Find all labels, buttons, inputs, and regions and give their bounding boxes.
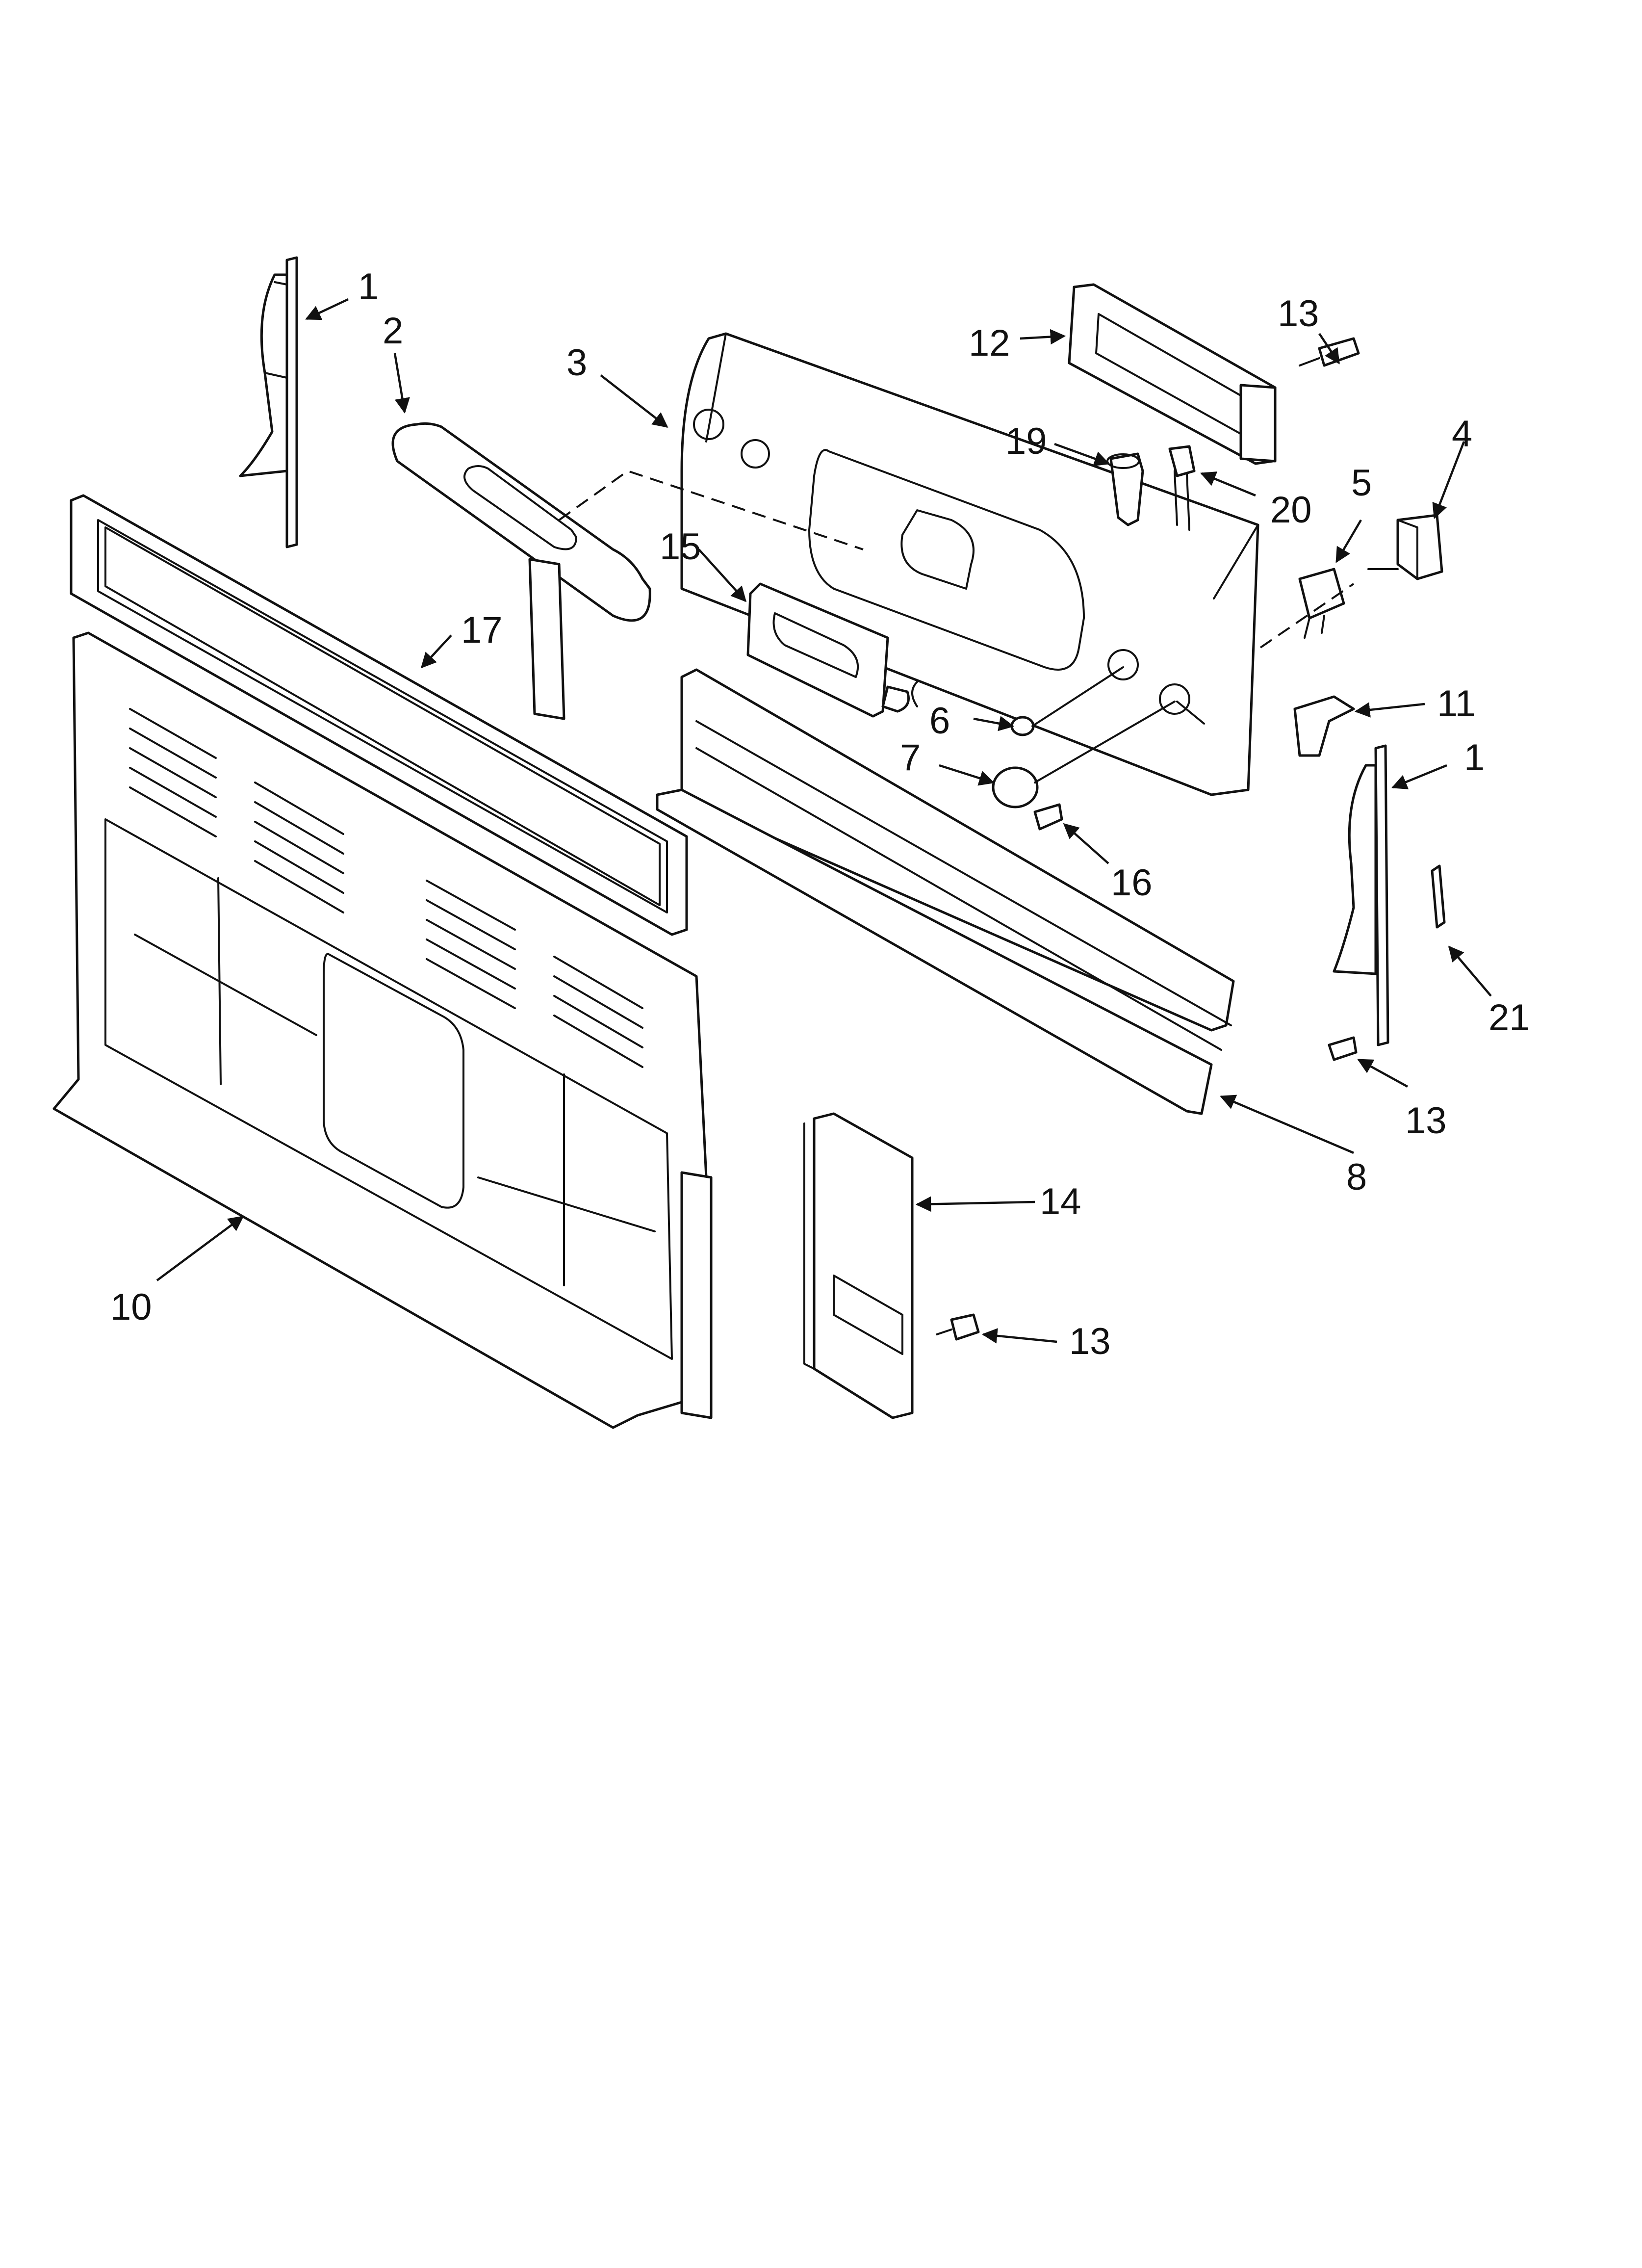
callout-11: 11 xyxy=(1437,683,1476,725)
part-3-control-panel xyxy=(680,332,1259,796)
part-4-switch xyxy=(1367,514,1443,580)
part-1-side-bracket-left xyxy=(239,256,298,548)
callout-14: 14 xyxy=(1040,1181,1081,1223)
part-13-screw-bottom xyxy=(936,1313,980,1341)
part-5-connector xyxy=(1298,568,1345,639)
part-2-oval-window xyxy=(391,422,651,720)
part-14-cover xyxy=(803,1112,914,1419)
part-10-back-panel xyxy=(52,631,713,1429)
callout-8: 8 xyxy=(1346,1156,1367,1198)
callout-3: 3 xyxy=(566,342,587,384)
alignment-lines xyxy=(558,469,1355,649)
callout-13-top: 13 xyxy=(1278,293,1319,335)
callout-4: 4 xyxy=(1452,413,1472,455)
callout-12: 12 xyxy=(969,322,1010,364)
part-13-screw-top xyxy=(1299,337,1360,367)
callout-1-top-left: 1 xyxy=(358,266,379,308)
callout-5: 5 xyxy=(1351,462,1372,504)
part-8-rail xyxy=(656,668,1235,1115)
callout-13-right: 13 xyxy=(1405,1100,1447,1142)
part-21-clip xyxy=(1431,864,1446,929)
leader-arrows xyxy=(156,298,1492,1344)
callout-17: 17 xyxy=(461,609,503,651)
callout-7: 7 xyxy=(900,737,921,779)
callout-15: 15 xyxy=(660,526,701,568)
part-17-frame xyxy=(70,494,688,936)
callout-21: 21 xyxy=(1488,997,1530,1039)
callout-1-right: 1 xyxy=(1464,737,1485,779)
part-13-screw-right xyxy=(1328,1036,1358,1061)
callout-10: 10 xyxy=(110,1286,152,1328)
callout-13-bottom: 13 xyxy=(1069,1321,1111,1362)
part-1-side-bracket-right xyxy=(1333,744,1389,1046)
callout-labels: 1 2 3 12 13 19 20 4 5 15 17 6 7 11 1 16 … xyxy=(110,266,1530,1362)
part-16-screw xyxy=(1033,803,1063,831)
part-19-component xyxy=(1106,452,1144,526)
part-15-bracket xyxy=(746,582,910,718)
part-11-clip xyxy=(1293,695,1355,757)
callout-20: 20 xyxy=(1270,489,1312,531)
part-7-knob xyxy=(992,701,1176,808)
callout-16: 16 xyxy=(1111,862,1153,904)
callout-2: 2 xyxy=(383,310,403,352)
callout-19: 19 xyxy=(1005,420,1047,462)
callout-6: 6 xyxy=(929,700,950,742)
part-20-component xyxy=(1168,445,1196,531)
part-12-display-module xyxy=(1068,283,1277,465)
